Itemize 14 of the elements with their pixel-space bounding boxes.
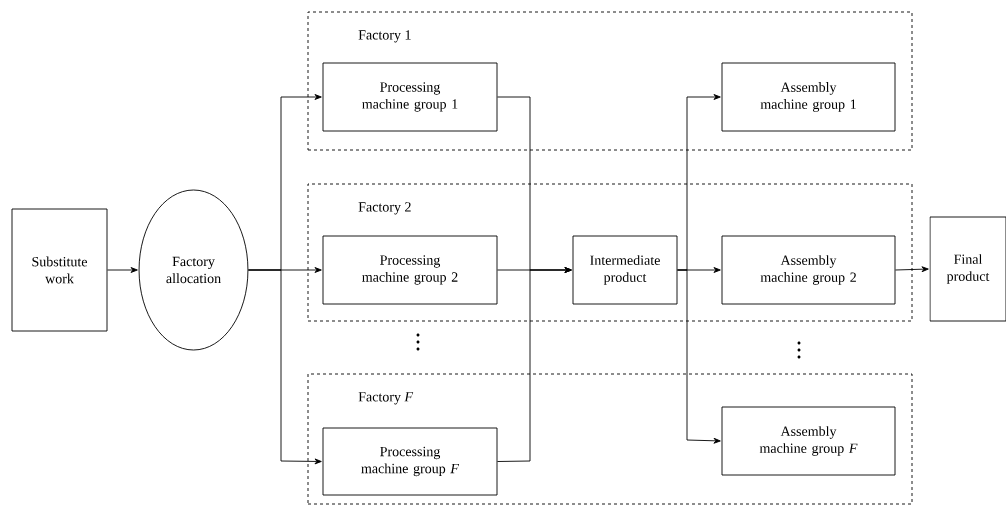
process-box: Assembly machine group F — [721, 406, 896, 476]
process-box: Final product — [929, 216, 1006, 322]
process-box: Assembly machine group 2 — [721, 235, 896, 305]
arrow — [107, 267, 138, 273]
process-box: Processing machine group 2 — [322, 235, 498, 305]
process-box: Processing machine group F — [322, 427, 498, 496]
process-box: Intermediate product — [572, 235, 678, 305]
arrow — [497, 267, 572, 462]
arrow — [247, 269, 322, 465]
arrow — [677, 269, 721, 444]
process-box: Substitute work — [11, 208, 108, 332]
process-box: Processing machine group 1 — [322, 62, 498, 132]
arrow — [895, 266, 929, 273]
process-box: Assembly machine group 1 — [721, 62, 896, 132]
